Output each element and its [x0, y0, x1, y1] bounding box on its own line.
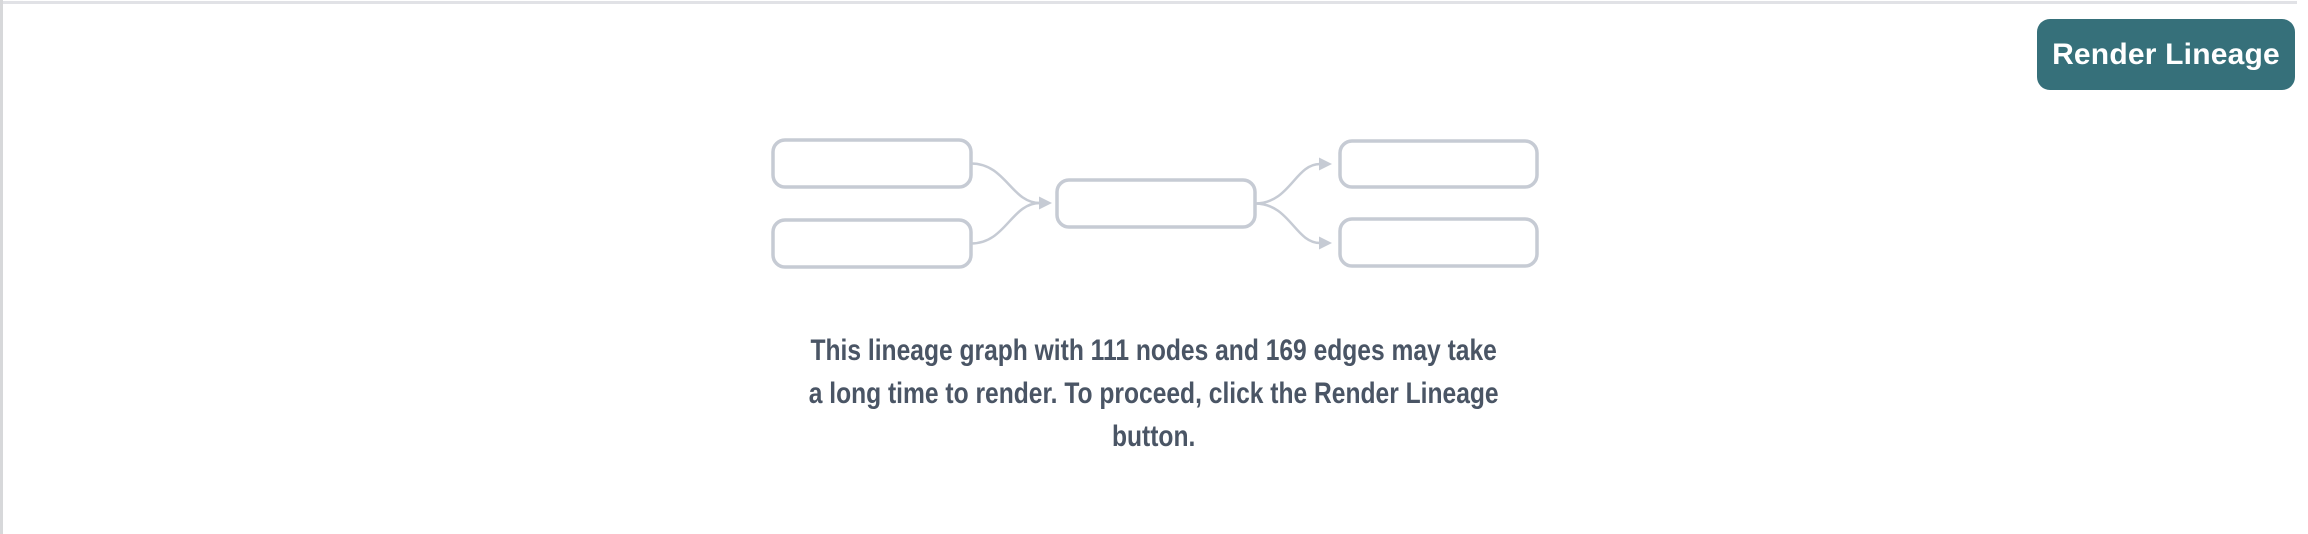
graph-arrowhead-icon — [1319, 236, 1332, 250]
panel-left-border — [0, 0, 3, 534]
graph-arrowhead-icon — [1039, 196, 1052, 210]
render-lineage-button[interactable]: Render Lineage — [2037, 19, 2295, 90]
message-line: button. — [1112, 420, 1196, 453]
lineage-warning-message: This lineage graph with 111 nodes and 16… — [809, 329, 1499, 458]
graph-edge — [1254, 202, 1321, 245]
graph-node — [1338, 217, 1539, 268]
graph-edge — [970, 162, 1041, 205]
panel-top-border — [0, 1, 2297, 4]
message-line: This lineage graph with 111 nodes and 16… — [810, 334, 1498, 367]
graph-arrowhead-icon — [1319, 157, 1332, 171]
message-line: a long time to render. To proceed, click… — [809, 377, 1499, 410]
lineage-empty-state: This lineage graph with 111 nodes and 16… — [654, 137, 1654, 458]
graph-edge — [970, 201, 1041, 245]
graph-node — [771, 218, 973, 269]
graph-node — [1338, 139, 1539, 189]
graph-edge — [1254, 162, 1321, 205]
graph-node — [771, 138, 973, 189]
lineage-dag-placeholder-icon — [771, 138, 1539, 269]
graph-node — [1055, 178, 1257, 229]
